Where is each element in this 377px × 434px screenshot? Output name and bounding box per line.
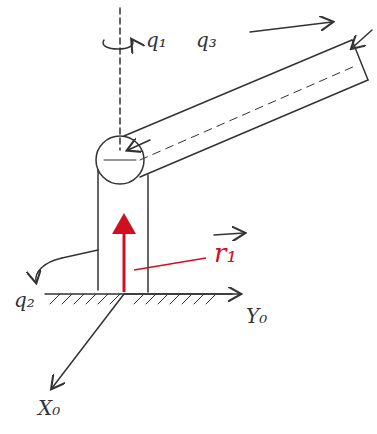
position-vector-label: r₁ (214, 240, 237, 266)
joint-variable: q₂ (14, 290, 35, 310)
joint-variable: q₃ (196, 30, 217, 50)
joint-variable: q₁ (146, 30, 167, 50)
axis-label: Y₀ (246, 306, 267, 326)
axis-label: X₀ (38, 398, 60, 418)
